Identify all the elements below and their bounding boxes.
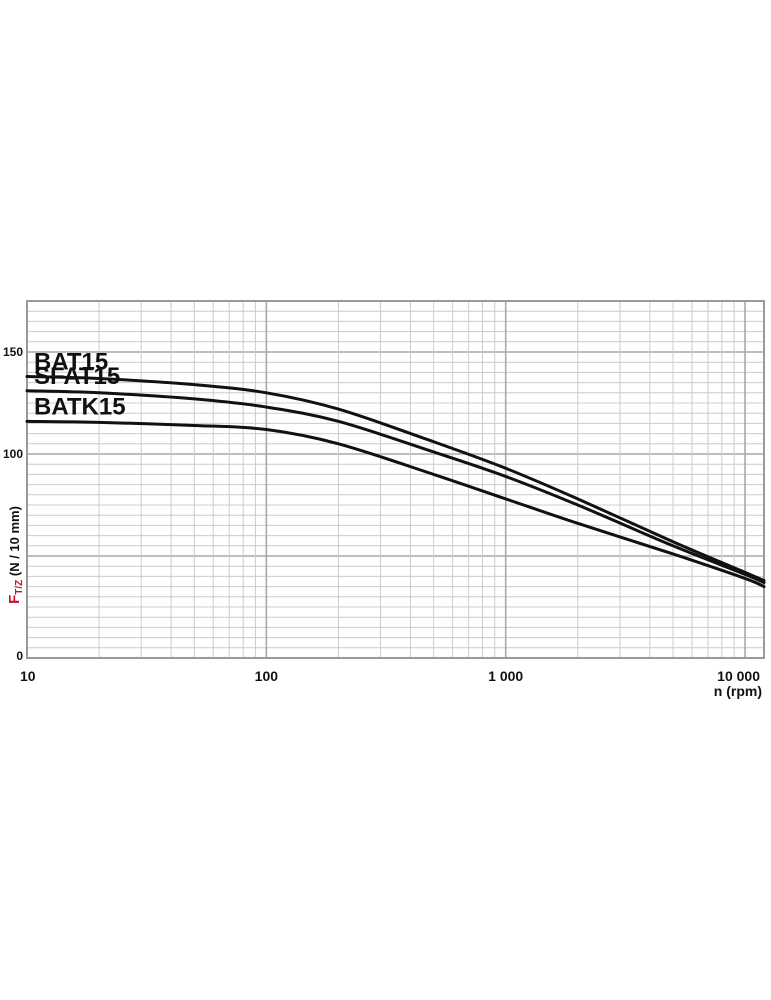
y-axis-label-symbol: F xyxy=(6,595,23,604)
y-axis-label-units: (N / 10 mm) xyxy=(7,506,22,580)
series-lines xyxy=(25,374,766,589)
x-tick-label: 100 xyxy=(255,668,279,684)
series-line-bat15 xyxy=(25,374,766,582)
y-tick-label: 150 xyxy=(3,345,23,359)
series-label-sfat15: SFAT15 xyxy=(34,363,120,390)
plot-frame xyxy=(26,300,765,659)
x-tick-labels: 10 100 1 000 10 000 xyxy=(20,668,760,684)
x-tick-label: 10 000 xyxy=(717,668,760,684)
y-tick-label: 0 xyxy=(16,649,23,663)
y-tick-label: 100 xyxy=(3,447,23,461)
series-label-batk15: BATK15 xyxy=(34,393,126,420)
series-line-batk15 xyxy=(25,419,766,589)
x-axis-label: n (rpm) xyxy=(714,683,762,699)
y-tick-labels: 0 100 150 xyxy=(3,345,23,663)
series-line-sfat15 xyxy=(25,389,766,585)
chart-grid xyxy=(27,301,764,658)
y-axis-label: FT/Z (N / 10 mm) xyxy=(6,506,25,604)
x-tick-label: 10 xyxy=(20,668,36,684)
y-axis-label-subscript: T/Z xyxy=(14,580,25,595)
series-label-bat15: BAT15 xyxy=(34,348,108,375)
x-tick-label: 1 000 xyxy=(488,668,523,684)
